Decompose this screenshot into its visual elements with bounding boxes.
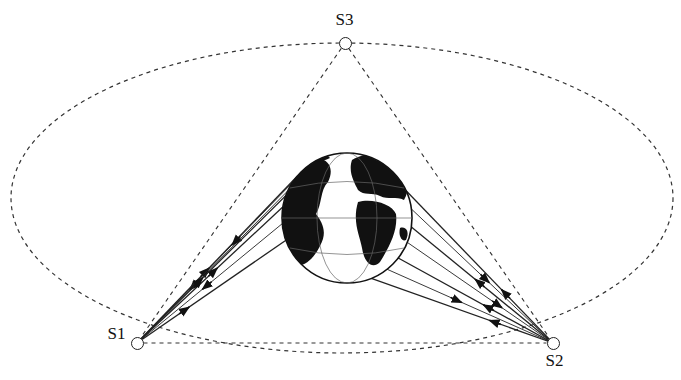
- beam-line: [137, 207, 283, 343]
- beam-line: [406, 191, 553, 343]
- beam-arrow: [451, 298, 462, 303]
- orbit-ellipse: [11, 43, 673, 353]
- beam-arrow: [202, 282, 211, 290]
- beam-line: [387, 269, 553, 343]
- beam-arrow: [194, 278, 203, 286]
- sightline-dashed: [141, 48, 342, 337]
- beam-arrow: [232, 236, 240, 245]
- beam-line: [137, 224, 282, 343]
- beam-line: [398, 258, 553, 343]
- sightline-dashed: [144, 342, 547, 343]
- beam-arrow: [481, 274, 490, 282]
- satellite-label: S2: [544, 351, 566, 370]
- beam-arrow: [502, 290, 510, 299]
- beam-arrow: [179, 307, 189, 314]
- earth-globe: [282, 152, 412, 283]
- beam-arrow: [489, 320, 500, 324]
- satellite-circle: S2: [547, 337, 560, 350]
- beam-line: [411, 209, 553, 343]
- satellite-circle: S3: [339, 37, 352, 50]
- beam-line: [407, 242, 553, 343]
- beam-line: [137, 165, 310, 343]
- beam-arrow: [492, 301, 502, 308]
- beam-line: [371, 278, 553, 343]
- beam-arrow: [483, 305, 494, 311]
- beam-line: [137, 240, 286, 343]
- satellite-circle: S1: [131, 337, 144, 350]
- sightline-dashed: [349, 48, 550, 337]
- satellite-label: S3: [334, 10, 356, 29]
- beam-line: [411, 227, 553, 343]
- satellite-label: S1: [106, 324, 128, 343]
- beam-arrow: [475, 279, 484, 287]
